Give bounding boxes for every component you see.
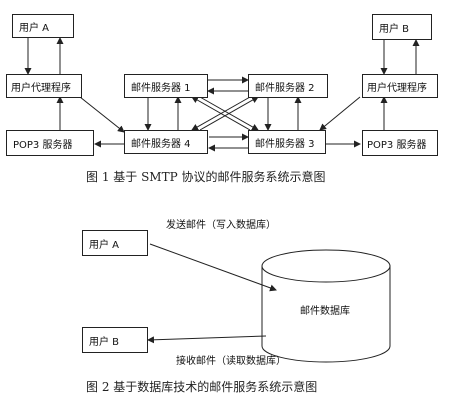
arrow-mail2-to-mail4	[191, 96, 251, 131]
pop3-server-right-box: POP3 服务器	[362, 130, 438, 156]
mail-server-3-box: 邮件服务器 3	[248, 130, 326, 154]
arrow-ua-right-to-mail3	[319, 96, 361, 131]
user-agent-right-box: 用户代理程序	[362, 74, 438, 98]
arrow-db-to-receive	[147, 335, 267, 344]
arrow-mail4-to-mail2	[199, 96, 259, 131]
pop3-server-left-box: POP3 服务器	[6, 130, 94, 156]
user-a-box: 用户 A	[12, 14, 74, 38]
mail-server-2-box: 邮件服务器 2	[248, 74, 328, 98]
figure-2-caption: 图 2 基于数据库技术的邮件服务系统示意图	[86, 380, 318, 394]
user-b-box: 用户 B	[372, 14, 432, 40]
arrow-ua-left-to-mail4	[79, 96, 125, 133]
figure-1-caption: 图 1 基于 SMTP 协议的邮件服务系统示意图	[86, 170, 326, 184]
user-a-box-fig2: 用户 A	[82, 230, 148, 256]
database-cylinder	[261, 249, 391, 363]
mail-server-4-box: 邮件服务器 4	[124, 130, 208, 154]
arrow-send-to-db	[149, 243, 277, 292]
user-b-box-fig2: 用户 B	[82, 327, 148, 353]
send-mail-label: 发送邮件（写入数据库）	[166, 220, 276, 231]
database-label: 邮件数据库	[300, 306, 350, 317]
user-agent-left-box: 用户代理程序	[6, 74, 82, 98]
receive-mail-label: 接收邮件（读取数据库）	[176, 356, 286, 367]
mail-server-1-box: 邮件服务器 1	[124, 74, 208, 98]
